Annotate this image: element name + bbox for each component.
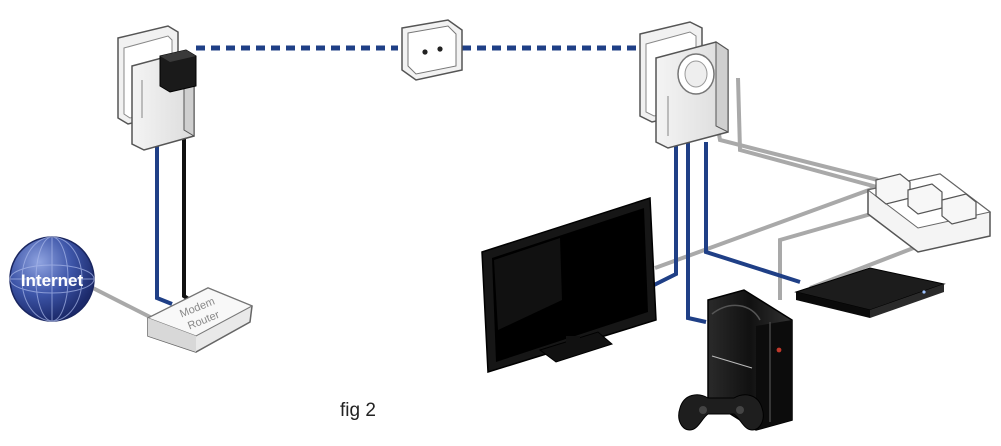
power-cable-tv — [654, 184, 881, 270]
ethernet-cable-left — [155, 140, 173, 306]
internet-globe: Internet — [9, 236, 95, 322]
power-strip-plug-2 — [907, 183, 943, 215]
powerline-adapter-left — [117, 25, 197, 151]
ethernet-cable-console — [686, 142, 707, 324]
figure-caption: fig 2 — [340, 400, 376, 421]
power-strip — [866, 173, 992, 253]
power-strip-plug-3 — [941, 193, 977, 225]
ethernet-cable-settop — [704, 142, 801, 284]
internet-label: Internet — [21, 271, 84, 290]
internet-line — [84, 282, 153, 320]
power-cable-2 — [736, 77, 911, 198]
set-top-box — [794, 267, 946, 318]
powerline-adapter-right — [639, 21, 729, 149]
ethernet-cable-tv — [651, 140, 678, 288]
game-console — [707, 289, 793, 431]
power-strip-plug-1 — [875, 173, 911, 205]
wall-socket — [401, 19, 463, 81]
modem-router: Modem Router — [146, 287, 254, 353]
television — [481, 196, 657, 374]
game-controller — [678, 394, 764, 431]
